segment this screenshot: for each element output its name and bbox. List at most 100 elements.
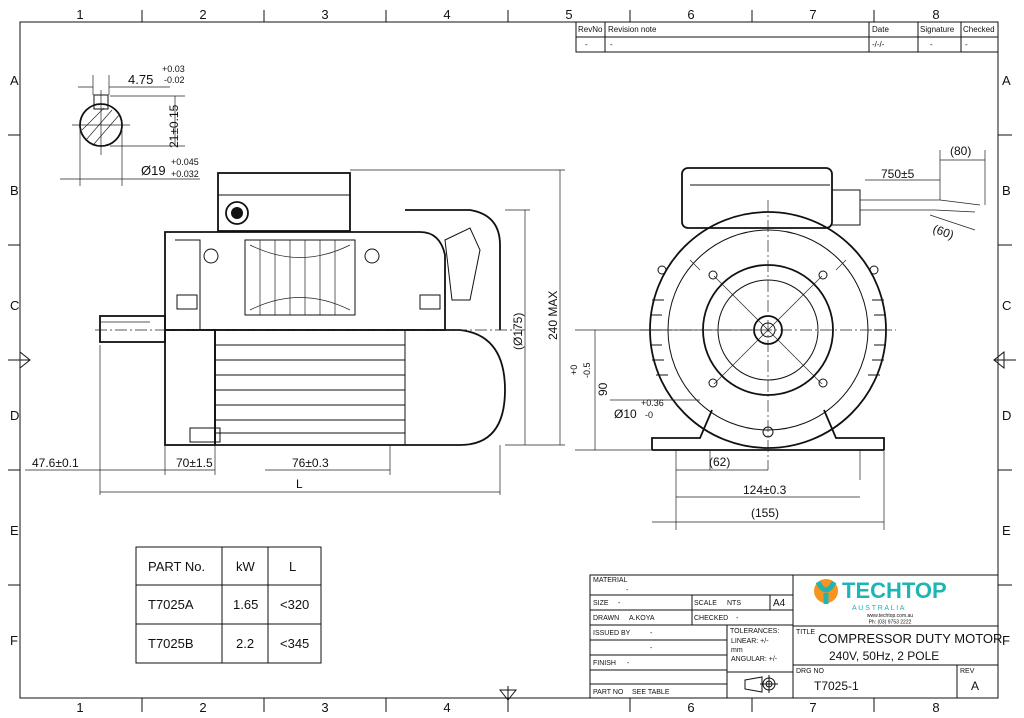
dim-cable: 750±5 (881, 167, 915, 181)
zones-rows-3: D (10, 408, 19, 423)
keyway-detail-width-tol-lower: -0.02 (164, 75, 185, 85)
dim-60: (60) (931, 222, 956, 242)
title-block-scale-value: NTS (727, 600, 741, 607)
zones-columns-2: 3 (321, 700, 328, 715)
title-block-angular-label: ANGULAR: +/- (731, 656, 778, 663)
title-block-issued-value2: - (650, 645, 653, 652)
keyway-detail-dia-tol-upper: +0.045 (171, 157, 199, 167)
keyway-detail: 4.75 +0.03 -0.02 21±0.15 Ø19 +0.045 +0.0… (60, 64, 200, 186)
part-table-headers-0: PART No. (148, 559, 205, 574)
zones-columns-7: 8 (932, 7, 939, 22)
zones-rows-5: F (10, 633, 18, 648)
revision: A (971, 679, 979, 693)
dim-hole-tol-lower: -0 (645, 410, 653, 420)
zones-rows-5: F (1002, 633, 1010, 648)
keyway-detail-height: 21±0.15 (167, 104, 181, 148)
dim-length: L (296, 477, 303, 491)
title-block-logo-sub: A U S T R A L I A (852, 605, 905, 612)
title-block-part-no-label: PART NO (593, 689, 624, 696)
zones-columns-3: 4 (443, 7, 450, 22)
part-table-rows-0-2: <320 (280, 597, 309, 612)
zones-rows-3: D (1002, 408, 1011, 423)
dim-hole-tol-upper: +0.36 (641, 398, 664, 408)
title-block-finish-value: - (627, 660, 630, 667)
title-block-drawn-label: DRAWN (593, 615, 619, 622)
title-block-finish-label: FINISH (593, 660, 616, 667)
revision-table: RevNo Revision note Date Signature Checked -… (575, 21, 999, 53)
revision-table-headers-0: RevNo (578, 25, 603, 34)
dim-shaft: 47.6±0.1 (32, 456, 79, 470)
title-block-checked-value: - (736, 615, 739, 622)
part-table-headers-1: kW (236, 559, 256, 574)
dim-shaft-height-tol-lower: -0.5 (582, 362, 592, 378)
zones-columns-2: 3 (321, 7, 328, 22)
motor-side-view (95, 172, 525, 446)
dim-155: (155) (751, 506, 779, 520)
keyway-detail-diameter: Ø19 (141, 163, 166, 178)
part-table-rows-1-2: <345 (280, 636, 309, 651)
dim-height-max: 240 MAX (546, 291, 560, 340)
keyway-detail-width-tol-upper: +0.03 (162, 64, 185, 74)
zones-rows-0: A (1002, 73, 1011, 88)
zones-columns-0: 1 (76, 700, 83, 715)
title-block-material-label: MATERIAL (593, 577, 628, 584)
zones-columns-1: 2 (199, 7, 206, 22)
revision-table-headers-4: Checked (963, 25, 995, 34)
keyway-detail-dia-tol-lower: +0.032 (171, 169, 199, 179)
title-block-linear-label: LINEAR: +/- (731, 638, 769, 645)
zones-rows-4: E (10, 523, 19, 538)
zones-columns-3: 4 (443, 700, 450, 715)
dim-80: (80) (950, 144, 971, 158)
title-block-rev-label: REV (960, 668, 975, 675)
revision-table-row-1: - (610, 40, 613, 49)
zones-columns-5: 6 (687, 7, 694, 22)
zones-columns-6: 7 (809, 700, 816, 715)
title-block-logo-text: TECHTOP (842, 578, 947, 603)
drawing-subtitle: 240V, 50Hz, 2 POLE (829, 649, 939, 663)
motor-front-view (640, 167, 981, 470)
title-block-issued-value: - (650, 630, 653, 637)
title-block-drg-no-label: DRG NO (796, 668, 825, 675)
title-block-size-label: SIZE (593, 600, 609, 607)
dim-shaft-height: 90 (596, 382, 610, 396)
part-table-rows-0-0: T7025A (148, 597, 194, 612)
zones-rows-0: A (10, 73, 19, 88)
zones-rows-2: C (10, 298, 19, 313)
projection-symbol-icon (744, 675, 778, 693)
dim-body-dia: (Ø175) (511, 313, 525, 350)
zones-columns-1: 2 (199, 700, 206, 715)
revision-table-row-3: - (930, 40, 933, 49)
front-view-dimensions (575, 150, 986, 530)
title-block-size-value: - (618, 600, 621, 607)
zones-columns-4: 5 (565, 7, 572, 22)
dim-76: 76±0.3 (292, 456, 329, 470)
revision-table-row-0: - (585, 40, 588, 49)
zones-columns-6: 7 (809, 7, 816, 22)
title-block-linear-unit: mm (731, 647, 743, 654)
title-block-scale-label: SCALE (694, 600, 717, 607)
revision-table-headers-3: Signature (920, 25, 955, 34)
dim-shaft-height-tol-upper: +0 (569, 365, 579, 375)
zones-rows-4: E (1002, 523, 1011, 538)
title-block: MATERIAL - SIZE - SCALE NTS DRAWN A.KOYA CHE… (589, 574, 1002, 699)
title-block-sheet: A4 (773, 598, 786, 609)
zones-rows-1: B (10, 183, 19, 198)
title-block-material-value: - (626, 587, 629, 594)
title-block-issued-label: ISSUED BY (593, 630, 631, 637)
zones-columns-7: 8 (932, 700, 939, 715)
title-block-drawn-value: A.KOYA (629, 615, 655, 622)
revision-table-headers-1: Revision note (608, 25, 657, 34)
title-block-website: www.techtop.com.au (867, 613, 913, 619)
dim-70: 70±1.5 (176, 456, 213, 470)
zones-columns-0: 1 (76, 7, 83, 22)
keyway-detail-width: 4.75 (128, 72, 153, 87)
revision-table-row-2: -/-/- (872, 40, 885, 49)
drawing-title: COMPRESSOR DUTY MOTOR (818, 631, 1002, 646)
title-block-part-no-value: SEE TABLE (632, 689, 670, 696)
title-block-title-label: TITLE (796, 629, 815, 636)
revision-table-headers-2: Date (872, 25, 889, 34)
dim-hole: Ø10 (614, 407, 637, 421)
title-block-checked-label: CHECKED (694, 615, 728, 622)
